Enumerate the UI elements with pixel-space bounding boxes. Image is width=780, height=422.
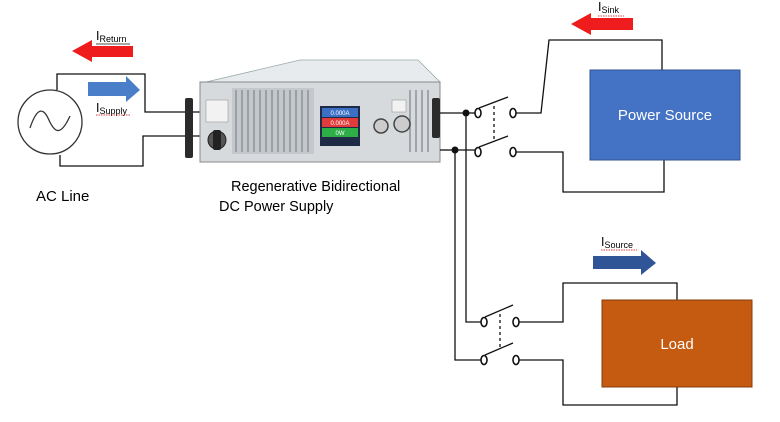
ac-wire-bottom bbox=[59, 135, 200, 167]
i-return-label: IReturn bbox=[96, 29, 127, 44]
handle-right bbox=[432, 98, 440, 138]
arrow-right-icon bbox=[88, 76, 140, 102]
ac-wiring bbox=[56, 73, 200, 167]
switch-handle bbox=[213, 130, 221, 150]
power-source-label: Power Source bbox=[618, 107, 712, 124]
supply-caption-line2: DC Power Supply bbox=[219, 199, 334, 215]
display-value-top: 0.000A bbox=[330, 111, 349, 117]
label-plate bbox=[205, 99, 229, 123]
vent-grille bbox=[232, 88, 314, 154]
i-supply-arrow bbox=[88, 76, 140, 102]
i-source-arrow bbox=[593, 250, 656, 275]
display-row-top bbox=[322, 108, 358, 117]
power-source-box bbox=[589, 69, 741, 161]
arrow-left-icon bbox=[72, 40, 133, 62]
i-supply-label: ISupply bbox=[96, 101, 128, 116]
switch-power-source bbox=[474, 107, 517, 158]
sine-wave-icon bbox=[29, 110, 71, 132]
display-row-middle bbox=[322, 118, 358, 127]
display-value-middle: 0.000A bbox=[330, 121, 349, 127]
arrow-left-icon bbox=[571, 13, 633, 35]
junction-node-top bbox=[462, 109, 470, 117]
handle-left bbox=[185, 98, 193, 158]
unit-top bbox=[205, 59, 441, 83]
ac-wire-top bbox=[56, 73, 200, 113]
junction-node-bottom bbox=[451, 146, 459, 154]
switch-load-blades bbox=[484, 304, 514, 356]
arrow-right-icon bbox=[593, 250, 656, 275]
display-value-bottom: 0W bbox=[336, 131, 345, 137]
knob-left-icon bbox=[373, 118, 389, 134]
i-sink-arrow bbox=[571, 13, 633, 35]
i-return-arrow bbox=[72, 40, 133, 62]
vent-slots bbox=[235, 90, 429, 152]
ac-line-source bbox=[17, 89, 83, 155]
i-source-label: ISource bbox=[601, 235, 633, 250]
knob-right-icon bbox=[393, 115, 411, 133]
ac-line-label: AC Line bbox=[36, 188, 89, 205]
supply-caption-line1: Regenerative Bidirectional bbox=[231, 179, 400, 195]
button-panel bbox=[391, 99, 407, 113]
load-label: Load bbox=[660, 336, 693, 353]
switch-load bbox=[480, 316, 520, 366]
i-sink-label: ISink bbox=[598, 0, 619, 15]
power-supply-unit: 0.000A 0.000A 0W bbox=[185, 59, 441, 163]
display-row-bottom bbox=[322, 128, 358, 137]
load-box bbox=[601, 299, 753, 388]
switch-power-source-blades bbox=[478, 96, 509, 148]
